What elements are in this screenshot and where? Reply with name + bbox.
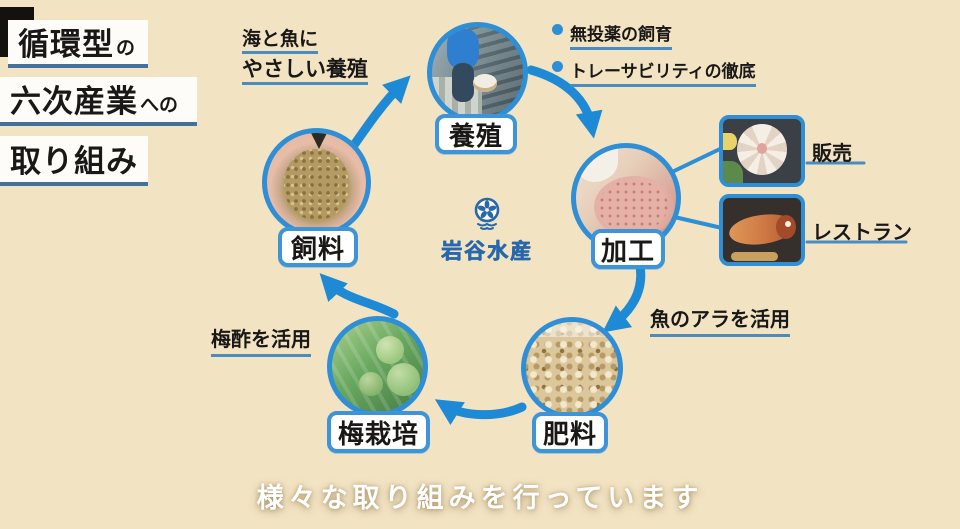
photo-texture [598,180,668,232]
photo-texture [359,371,384,396]
arrow-fertilizer-to-plum [434,399,527,426]
title-text: 循環型 [18,26,114,62]
bullet-icon [552,24,563,35]
node-label-processing: 加工 [591,229,665,269]
note-text: 海と魚に [242,30,319,54]
connector-processing-to-sales [670,146,724,174]
aquaculture-points-list: 無投薬の飼育 トレーサビリティの徹底 [552,20,756,94]
restaurant-dish-photo [719,194,805,266]
photo-texture [472,74,497,92]
arrow-feed-to-aquaculture [347,75,411,153]
aquaculture-note: 海と魚に やさしい養殖 [242,30,368,85]
title-text: 六次産業 [10,84,138,119]
photo-texture [578,148,618,182]
photo-texture [386,362,420,396]
photo-texture [723,161,744,183]
page-title-line-2: 六次産業への [0,77,197,126]
photo-texture [756,143,768,155]
note-text: 魚のアラを活用 [650,303,790,337]
company-logo: 岩谷水産 [432,196,542,265]
photo-texture [375,335,404,364]
photo-texture [283,148,350,221]
sales-sashimi-photo [719,115,805,187]
point-text: トレーサビリティの徹底 [570,57,756,87]
title-text: 取り組み [10,143,138,179]
caption-subtitle: 様々な取り組みを行っています [256,483,704,513]
connector-processing-to-restaurant [668,214,724,230]
node-label-aquaculture: 養殖 [435,114,517,154]
feed-photo [262,128,371,237]
page-title-line-3: 取り組み [0,136,148,186]
plum-note: 梅酢を活用 [211,323,311,357]
photo-texture [310,133,327,149]
bullet-icon [552,61,563,72]
arrow-plum-to-feed [319,273,399,319]
list-item: トレーサビリティの徹底 [552,57,756,87]
photo-texture [526,322,618,337]
photo-texture [526,322,618,414]
photo-texture [446,28,480,69]
fertilizer-photo [521,317,623,419]
photo-texture [723,133,738,150]
plum-cultivation-photo [327,316,428,417]
photo-texture [785,221,792,228]
note-text: 梅酢を活用 [211,323,311,357]
note-text: やさしい養殖 [242,59,368,85]
sales-label: 販売 [812,143,852,165]
page-title-line-1: 循環型の [8,20,148,68]
company-name: 岩谷水産 [441,240,533,263]
node-label-fertilizer: 肥料 [532,412,608,453]
point-text: 無投薬の飼育 [570,20,672,50]
photo-texture [730,251,778,261]
fertilizer-note: 魚のアラを活用 [650,303,790,337]
aquaculture-photo [427,22,528,123]
title-text-small: への [140,95,179,116]
restaurant-label: レストラン [812,222,912,244]
node-label-plum-cultivation: 梅栽培 [327,411,430,453]
arrow-processing-to-fertilizer [602,256,646,333]
list-item: 無投薬の飼育 [552,20,756,50]
company-emblem-icon [474,197,500,230]
photo-texture [452,63,474,102]
title-text-small: の [116,37,136,59]
node-label-feed: 飼料 [278,227,358,267]
